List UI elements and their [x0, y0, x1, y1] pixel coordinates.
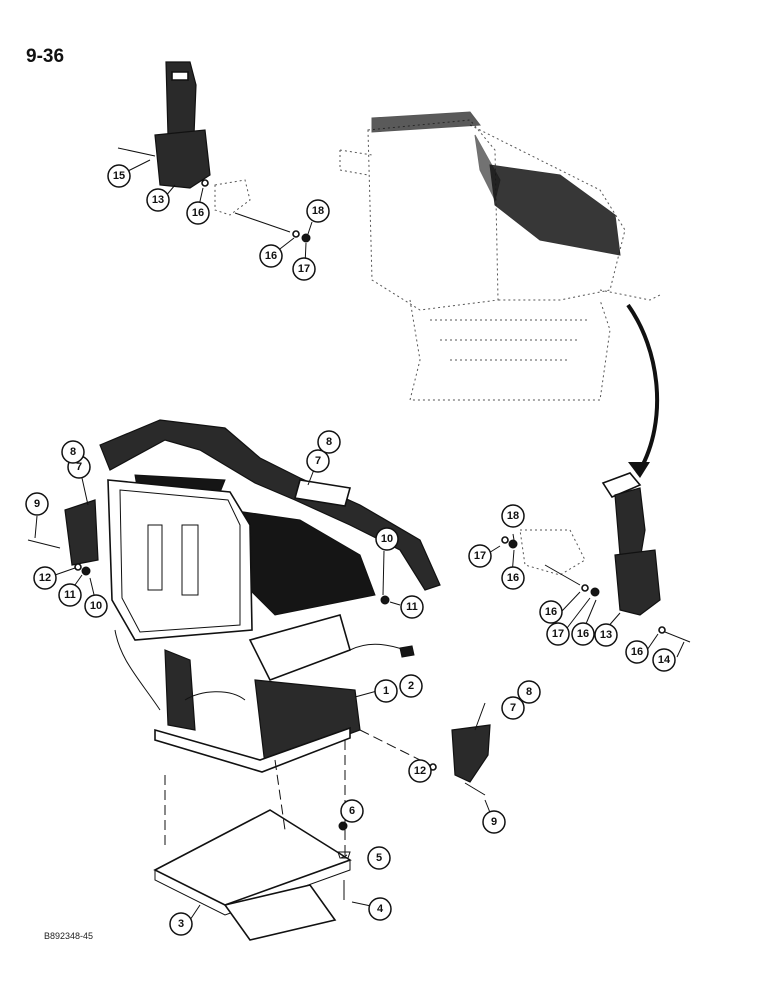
callout-label: 13: [600, 629, 612, 641]
left-armrest-assembly: [117, 61, 311, 243]
callout-label: 8: [326, 436, 332, 448]
main-seat-assembly: [27, 419, 441, 773]
page-number: 9-36: [26, 46, 65, 67]
callout-label: 6: [349, 805, 355, 817]
callout-label: 16: [192, 207, 204, 219]
callout-10-left: 10: [84, 594, 108, 618]
callout-label: 17: [298, 263, 310, 275]
right-armrest-assembly: [501, 472, 691, 643]
callout-label: 17: [552, 628, 564, 640]
reference-seat-outline: [339, 111, 661, 401]
callout-label: 14: [658, 654, 671, 666]
callout-13-top: 13: [146, 188, 170, 212]
callout-label: 9: [491, 816, 497, 828]
callout-6: 6: [340, 799, 364, 823]
callout-8-right: 8: [517, 680, 541, 704]
callout-label: 17: [474, 550, 486, 562]
callout-1: 1: [374, 679, 398, 703]
callout-11-right: 11: [400, 595, 424, 619]
callout-12-left: 12: [33, 566, 57, 590]
callout-12-right: 12: [408, 759, 432, 783]
callout-label: 18: [312, 205, 324, 217]
callout-11-left: 11: [58, 583, 82, 607]
lower-armrest-bracket: [359, 724, 491, 796]
callout-17-top: 17: [292, 257, 316, 281]
callout-label: 11: [406, 601, 418, 613]
callout-label: 18: [507, 510, 519, 522]
callout-4: 4: [368, 897, 392, 921]
floor-plate: [153, 740, 352, 941]
callout-label: 15: [113, 170, 125, 182]
callout-8-left: 8: [61, 440, 85, 464]
callout-16-top-b: 16: [259, 244, 283, 268]
callout-14: 14: [652, 648, 676, 672]
callout-label: 8: [526, 686, 532, 698]
callout-18-right: 18: [501, 504, 525, 528]
callout-9-left: 9: [25, 492, 49, 516]
callout-16-right-d: 16: [625, 640, 649, 664]
callout-7-belt: 7: [306, 449, 330, 473]
callout-label: 4: [377, 903, 384, 915]
reference-arrow: [626, 303, 660, 478]
callout-label: 7: [510, 702, 516, 714]
callout-16-right-a: 16: [501, 566, 525, 590]
callout-17-right-b: 17: [546, 622, 570, 646]
callout-label: 2: [408, 680, 414, 692]
callout-label: 7: [76, 461, 82, 473]
callout-label: 13: [152, 194, 164, 206]
callout-3: 3: [169, 912, 193, 936]
callout-15: 15: [107, 164, 131, 188]
callout-label: 16: [507, 572, 519, 584]
callout-label: 9: [34, 498, 40, 510]
callout-label: 11: [64, 589, 76, 601]
callout-label: 10: [90, 600, 102, 612]
callout-label: 16: [577, 628, 589, 640]
callout-16-top-a: 16: [186, 201, 210, 225]
callout-17-right-a: 17: [468, 544, 492, 568]
callout-label: 16: [631, 646, 643, 658]
callout-label: 7: [315, 455, 321, 467]
callout-9-right: 9: [482, 810, 506, 834]
callout-16-right-b: 16: [539, 600, 563, 624]
callout-13-right: 13: [594, 623, 618, 647]
callout-7-right: 7: [501, 696, 525, 720]
callout-label: 12: [39, 572, 51, 584]
document-code: B892348-45: [44, 931, 94, 941]
callout-label: 10: [381, 533, 393, 545]
callout-5: 5: [367, 846, 391, 870]
callout-label: 3: [178, 918, 184, 930]
callout-16-right-c: 16: [571, 622, 595, 646]
callout-label: 16: [265, 250, 277, 262]
callout-8-belt: 8: [317, 430, 341, 454]
callout-2: 2: [399, 674, 423, 698]
callout-label: 16: [545, 606, 557, 618]
callout-label: 8: [70, 446, 76, 458]
callout-label: 1: [383, 685, 389, 697]
callout-10-right: 10: [375, 527, 399, 551]
callout-label: 5: [376, 852, 382, 864]
callout-18-top: 18: [306, 199, 330, 223]
callout-label: 12: [414, 765, 426, 777]
